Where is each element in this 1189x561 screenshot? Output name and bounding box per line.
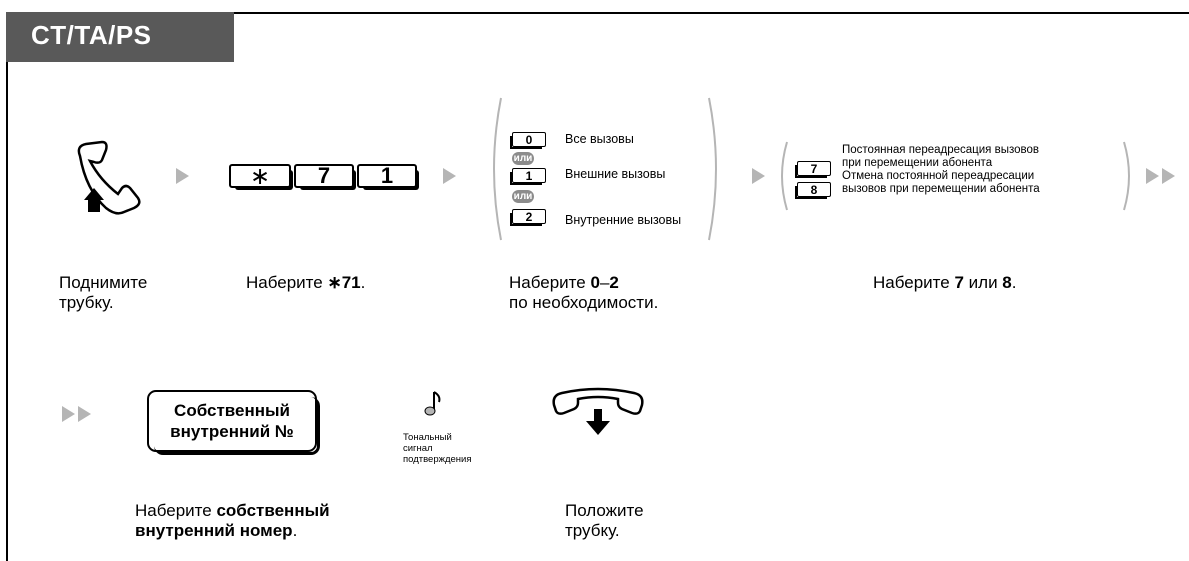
option-key-8: 8 [795,182,831,199]
group1-left-paren [493,97,502,241]
step-arrow [176,168,189,184]
caption-dial-71: Наберите ∗71. [246,273,366,292]
or-badge: или [512,190,534,203]
or-badge: или [512,152,534,165]
option-key-0: 0 [510,132,546,149]
handset-offhook-icon [77,140,141,215]
group2-right-paren [1123,141,1130,211]
option-label-external: Внешние вызовы [565,167,666,181]
frame-left-border [6,12,8,561]
music-note-icon [424,391,441,416]
frame-top-border [6,12,1189,14]
continue-arrow [1146,168,1175,184]
own-extension-box: Собственный внутренний № [147,390,320,455]
option-key-1: 1 [510,168,546,185]
tone-label: Тональный сигнал подтверждения [403,432,472,465]
continue-arrow [62,406,91,422]
step-arrow [752,168,765,184]
option-label-all: Все вызовы [565,132,634,146]
group2-left-paren [781,141,788,211]
caption-dial-0-2: Наберите 0–2 по необходимости. [509,273,659,312]
option-key-2: 2 [510,209,546,226]
step-arrow [443,168,456,184]
key-7: 7 [294,163,356,190]
option-label-set: Постоянная переадресация вызовов при пер… [842,144,1040,195]
caption-dial-own: Наберите собственный внутренний номер. [135,501,330,540]
caption-pickup: Поднимите трубку. [59,273,148,312]
section-tab [6,12,234,62]
caption-hangup: Положите трубку. [565,501,644,540]
group1-right-paren [708,97,717,241]
option-key-7: 7 [795,161,831,178]
handset-onhook-icon [552,387,644,435]
caption-dial-7-8: Наберите 7 или 8. [873,273,1017,292]
key-star: ∗ [229,163,293,190]
section-tab-label: CT/TA/PS [31,20,152,50]
key-1: 1 [357,163,419,190]
option-label-internal: Внутренние вызовы [565,213,682,227]
